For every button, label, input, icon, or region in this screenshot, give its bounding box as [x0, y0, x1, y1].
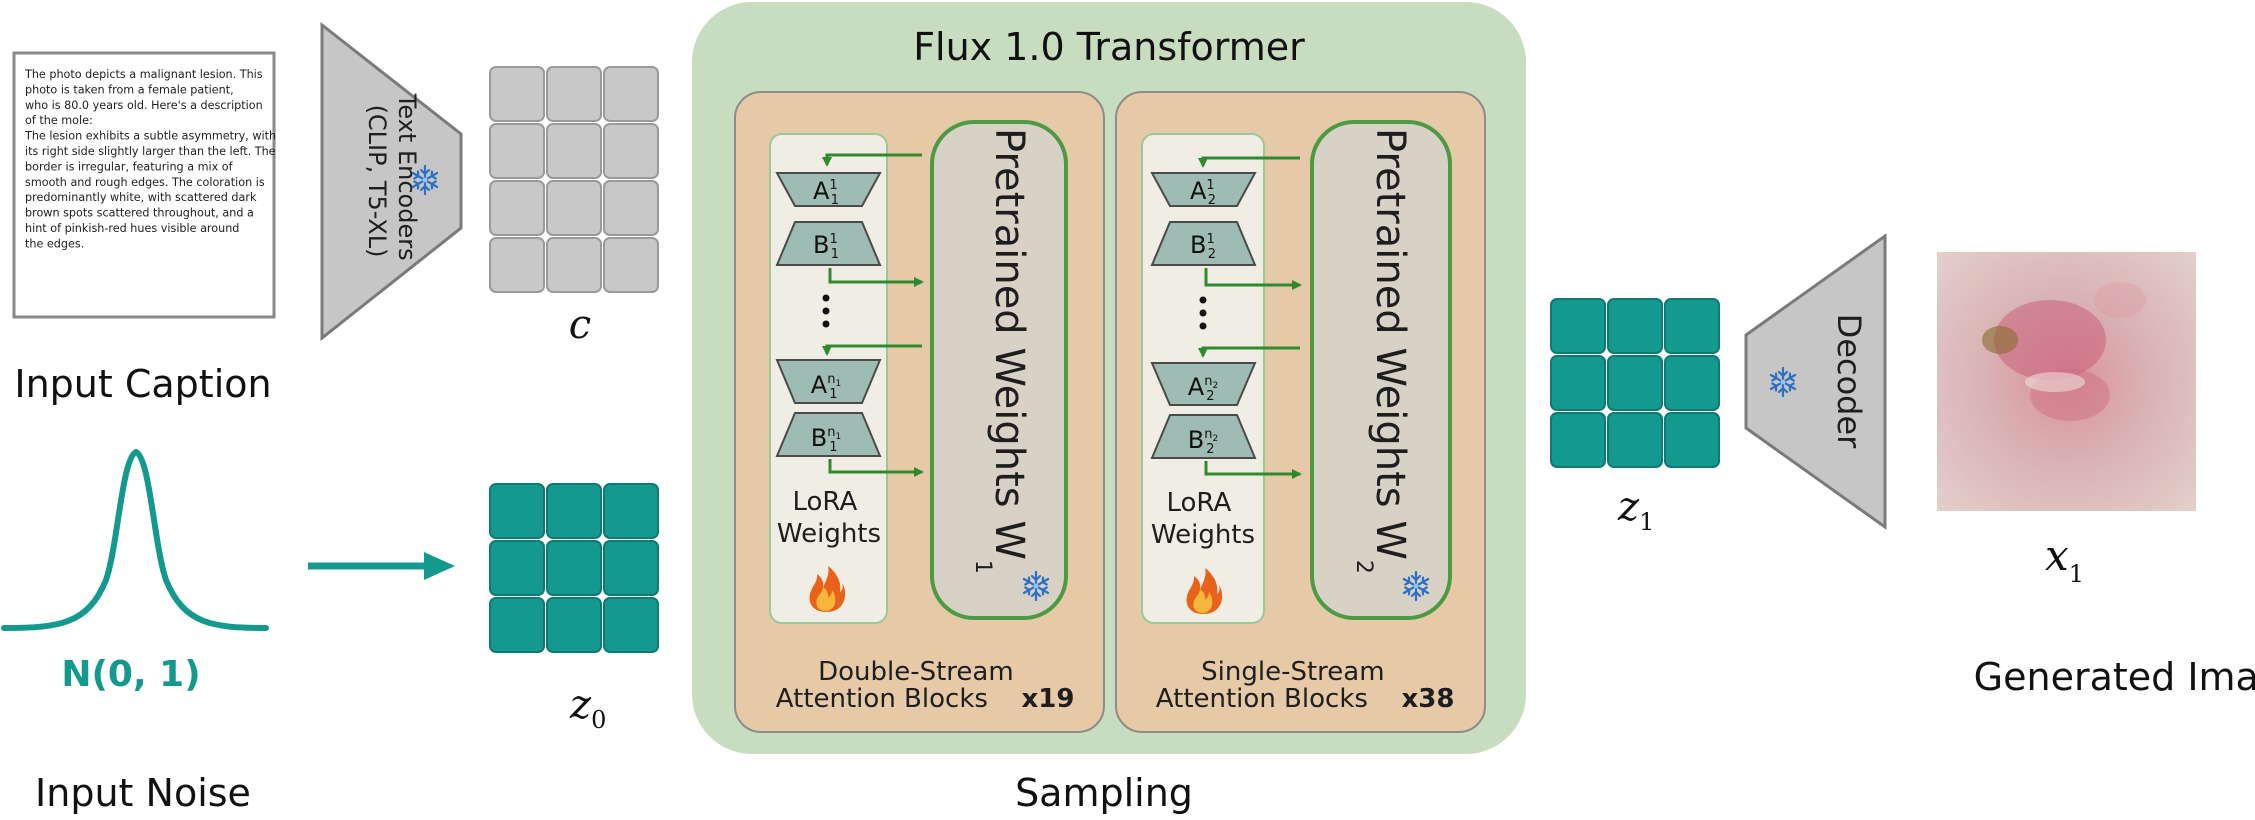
- caption-line: of the mole:: [25, 114, 93, 127]
- ellipsis-dot: [1199, 309, 1207, 317]
- latent-cell: [546, 123, 602, 179]
- caption-box: The photo depicts a malignant lesion. Th…: [12, 51, 280, 319]
- latent-cell: [1607, 412, 1663, 468]
- lora-flow-arrows: [822, 153, 924, 477]
- latent-cell: [1664, 355, 1720, 411]
- lora-weights-label: LoRA Weights: [1151, 488, 1255, 550]
- latent-cell: [1607, 355, 1663, 411]
- decoder-label: Decoder: [1830, 314, 1868, 450]
- pretrained-weights-label: Pretrained Weights W2: [1351, 128, 1413, 574]
- lora-b-matrix: [775, 221, 882, 266]
- ellipsis-dot: [822, 307, 830, 315]
- latent-cell: [489, 597, 545, 653]
- double-stream-footer: Double-Stream Attention Blocks x19: [776, 657, 1075, 714]
- caption-line: who is 80.0 years old. Here's a descript…: [25, 99, 263, 112]
- latent-cell: [603, 597, 659, 653]
- ellipsis-dot: [822, 320, 830, 328]
- latent-cell: [603, 540, 659, 596]
- latent-cell: [489, 123, 545, 179]
- latent-cell: [489, 66, 545, 122]
- lora-b-matrix: [775, 412, 882, 457]
- lora-b-matrix: [1150, 221, 1257, 266]
- noise-latent-grid: [489, 483, 659, 653]
- lora-a-matrix: [1150, 362, 1257, 406]
- caption-line: smooth and rough edges. The coloration i…: [25, 176, 265, 189]
- output-latent-grid: [1550, 298, 1720, 468]
- x1-symbol: x1: [2045, 531, 2084, 588]
- z1-symbol: z1: [1617, 484, 1654, 536]
- latent-cell: [546, 66, 602, 122]
- caption-line: The lesion exhibits a subtle asymmetry, …: [24, 130, 276, 143]
- lora-weights-label: LoRA Weights: [777, 487, 881, 549]
- latent-cell: [546, 237, 602, 293]
- pretrained-weights-label: Pretrained Weights W1: [970, 128, 1032, 574]
- latent-cell: [546, 483, 602, 539]
- c-symbol: c: [569, 302, 591, 348]
- caption-line: its right side slightly larger than the …: [25, 145, 276, 158]
- gaussian-curve: [1, 448, 269, 631]
- caption-line: photo is taken from a female patient,: [25, 83, 234, 96]
- latent-cell: [489, 540, 545, 596]
- latent-cell: [603, 123, 659, 179]
- generated-image: [1937, 252, 2196, 511]
- ellipsis-dot: [1199, 296, 1207, 304]
- noise-to-latent-arrow: [308, 552, 455, 580]
- ellipsis-dot: [822, 294, 830, 302]
- latent-cell: [489, 180, 545, 236]
- latent-cell: [1550, 355, 1606, 411]
- lora-b-matrix: [1150, 414, 1257, 459]
- latent-cell: [546, 597, 602, 653]
- latent-cell: [603, 66, 659, 122]
- caption-line: predominantly white, with scattered dark: [25, 191, 257, 204]
- caption-text: The photo depicts a malignant lesion. Th…: [24, 68, 280, 250]
- caption-line: brown spots scattered throughout, and a: [25, 207, 254, 220]
- lora-a-matrix: [775, 172, 882, 207]
- generated-image-label: Generated Image: [1974, 655, 2255, 699]
- z0-symbol: z0: [569, 682, 606, 734]
- sampling-label: Sampling: [1015, 771, 1193, 815]
- noise-distribution-label: N(0, 1): [61, 654, 200, 695]
- lora-a-matrix: [1150, 172, 1257, 207]
- latent-cell: [1664, 412, 1720, 468]
- latent-cell: [489, 237, 545, 293]
- caption-line: hint of pinkish-red hues visible around: [25, 222, 239, 235]
- latent-cell: [1550, 298, 1606, 354]
- latent-cell: [603, 483, 659, 539]
- lora-flow-arrows: [1198, 156, 1302, 479]
- latent-cell: [603, 180, 659, 236]
- latent-cell: [546, 180, 602, 236]
- text-encoders-block: Text Encoders (CLIP, T5-XL): [320, 21, 463, 342]
- text-embedding-grid: [489, 66, 659, 293]
- caption-line: border is irregular, featuring a mix of: [25, 160, 234, 173]
- input-caption-label: Input Caption: [14, 362, 271, 406]
- pretrained-weights-box: [930, 120, 1068, 620]
- lora-a-matrix: [775, 359, 882, 404]
- decoder-block: Decoder: [1744, 233, 1887, 530]
- input-noise-label: Input Noise: [35, 771, 251, 815]
- ellipsis-dot: [1199, 322, 1207, 330]
- latent-cell: [489, 483, 545, 539]
- single-stream-footer: Single-Stream Attention Blocks x38: [1156, 657, 1455, 714]
- latent-cell: [603, 237, 659, 293]
- latent-cell: [1607, 298, 1663, 354]
- caption-line: the edges.: [25, 237, 84, 250]
- latent-cell: [546, 540, 602, 596]
- caption-line: The photo depicts a malignant lesion. Th…: [24, 68, 263, 81]
- latent-cell: [1664, 298, 1720, 354]
- transformer-title: Flux 1.0 Transformer: [913, 25, 1305, 69]
- pretrained-weights-box: [1310, 120, 1452, 620]
- latent-cell: [1550, 412, 1606, 468]
